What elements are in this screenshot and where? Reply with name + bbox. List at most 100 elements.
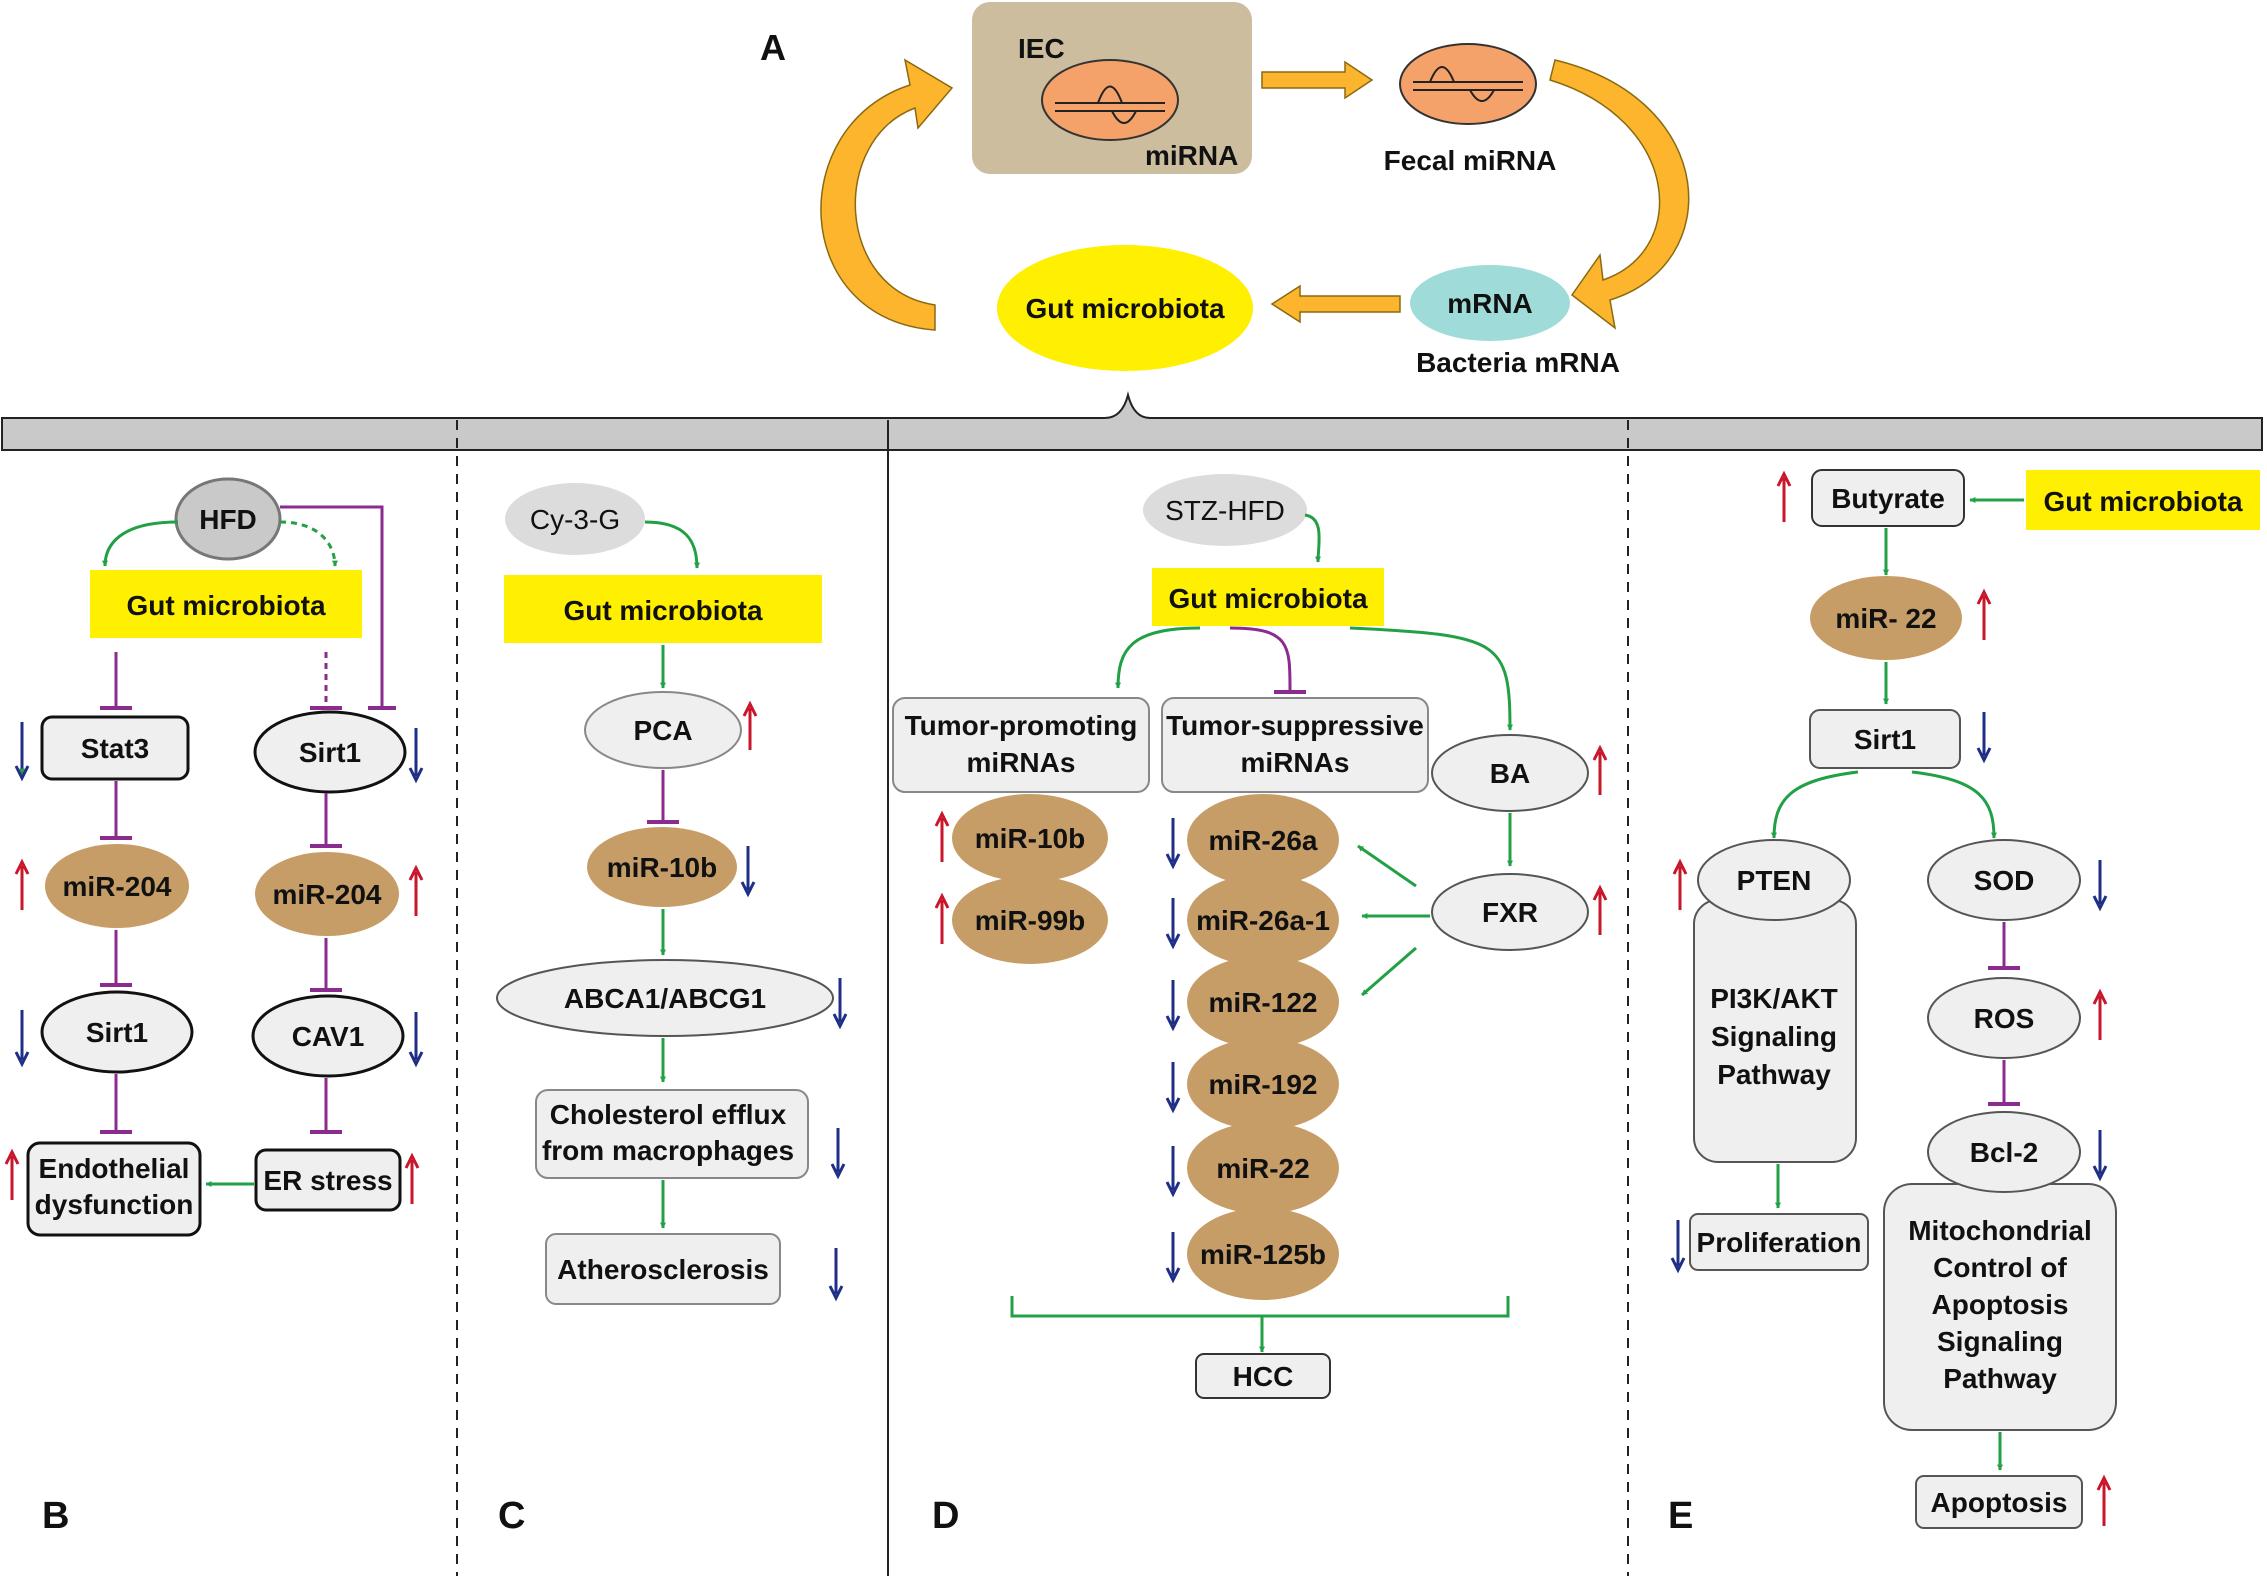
mir122-down-arrowhead xyxy=(1165,1015,1181,1032)
sod-node xyxy=(1927,839,2081,921)
pi3k-line2: Signaling xyxy=(1711,1021,1837,1052)
cav1-down-arrowhead xyxy=(408,1051,424,1068)
panel-c-label: C xyxy=(498,1495,525,1537)
bacteria-mrna-label: Bacteria mRNA xyxy=(1416,347,1620,378)
atherosclerosis-label: Atherosclerosis xyxy=(557,1254,769,1285)
abca-down-arrowhead xyxy=(832,1013,848,1030)
iec-to-fecal-arrow xyxy=(1261,60,1374,100)
mir22-e-up-arrowhead xyxy=(1976,588,1992,605)
chol-line2: from macrophages xyxy=(542,1135,794,1166)
panel-b-label: B xyxy=(42,1495,69,1537)
stat3-box xyxy=(40,715,190,781)
mir26a1-label: miR-26a-1 xyxy=(1196,905,1330,936)
tumor-promoting-box xyxy=(892,697,1150,793)
mir22-d-label: miR-22 xyxy=(1216,1153,1309,1184)
mir99b-label: miR-99b xyxy=(975,905,1085,936)
endothelial-line2: dysfunction xyxy=(35,1189,194,1220)
fecal-mirna-strand-icon xyxy=(1413,66,1523,102)
iec-label: IEC xyxy=(1018,33,1065,64)
tumor-suppressive-box xyxy=(1161,697,1429,793)
cholesterol-efflux-box xyxy=(535,1089,809,1179)
mir125b-down-arrowhead xyxy=(1165,1267,1181,1284)
ba-node xyxy=(1431,734,1589,812)
apoptosis-box xyxy=(1915,1475,2083,1529)
tp-line2: miRNAs xyxy=(967,747,1076,778)
sirt1-left-down-arrowhead xyxy=(14,1051,30,1068)
stz-node xyxy=(1143,474,1307,546)
panel-a-label: A xyxy=(760,27,786,68)
panel-a: A IEC miRNA Fecal miRNA mRNA Bacteria mR… xyxy=(760,2,1690,378)
cav1-label: CAV1 xyxy=(292,1021,365,1052)
hcc-bracket xyxy=(1010,1296,1510,1318)
mir26a-down-arrowhead xyxy=(1165,853,1181,870)
mir10b-d-up-arrowhead xyxy=(934,810,950,827)
cy3g-to-gut-arrow xyxy=(644,520,700,569)
mir125b-node xyxy=(1187,1208,1339,1300)
mrna-label: mRNA xyxy=(1447,288,1533,319)
mir122-node xyxy=(1187,956,1339,1048)
gut-microbiota-label-d: Gut microbiota xyxy=(1168,583,1368,614)
mito-line2: Control of xyxy=(1933,1252,2067,1283)
sirt1-e-label: Sirt1 xyxy=(1854,724,1916,755)
apoptosis-label: Apoptosis xyxy=(1931,1487,2068,1518)
gut-microbiota-label-e: Gut microbiota xyxy=(2043,486,2243,517)
butyrate-up-arrowhead xyxy=(1776,470,1792,487)
gut-microbiota-box-b xyxy=(90,570,362,638)
proliferation-box xyxy=(1689,1213,1869,1271)
divider-brace-bar xyxy=(1,391,2263,451)
sirt1-right-label: Sirt1 xyxy=(299,737,361,768)
mir204-right-label: miR-204 xyxy=(273,879,382,910)
pten-label: PTEN xyxy=(1737,865,1812,896)
sod-down-arrowhead xyxy=(2092,895,2108,912)
mir192-label: miR-192 xyxy=(1209,1069,1318,1100)
mir122-label: miR-122 xyxy=(1209,987,1318,1018)
endothelial-dysfunction-box xyxy=(26,1141,202,1237)
cav1-node xyxy=(251,994,405,1078)
mir22-d-down-arrowhead xyxy=(1165,1181,1181,1198)
athero-down-arrowhead xyxy=(828,1285,844,1302)
er-stress-label: ER stress xyxy=(263,1165,392,1196)
mir10b-c-node xyxy=(587,827,737,907)
mrna-ellipse xyxy=(1410,265,1570,341)
mrna-to-gut-arrow xyxy=(1270,284,1401,324)
fecal-to-mrna-curved-arrow xyxy=(1549,59,1690,330)
mir10b-d-node xyxy=(952,794,1108,882)
ts-line1: Tumor-suppressive xyxy=(1166,710,1424,741)
chol-line1: Cholesterol efflux xyxy=(550,1099,787,1130)
iec-mirna-strand-icon xyxy=(1055,85,1165,124)
er-up-arrowhead xyxy=(404,1152,420,1169)
pten-node xyxy=(1697,839,1851,921)
panel-c: Cy-3-G Gut microbiota PCA miR-10b ABCA1/… xyxy=(496,483,848,1537)
hfd-label: HFD xyxy=(199,504,257,535)
sirt1-to-pten-arrow xyxy=(1771,770,1859,839)
mir204-left-node xyxy=(45,844,189,928)
fecal-mirna-vesicle xyxy=(1399,43,1537,125)
gut-to-iec-curved-arrow xyxy=(820,58,954,331)
fxr-up-arrowhead xyxy=(1592,884,1608,901)
hfd-node xyxy=(174,477,282,561)
fxr-to-mir26a-arrow xyxy=(1357,844,1417,888)
iec-mirna-label: miRNA xyxy=(1145,140,1238,171)
gut-inhibit-ts-line xyxy=(1229,626,1292,691)
panel-e: Butyrate Gut microbiota miR- 22 Sirt1 PI… xyxy=(1668,469,2260,1537)
pi3k-line1: PI3K/AKT xyxy=(1710,983,1838,1014)
gut-microbiota-label-a: Gut microbiota xyxy=(1025,293,1225,324)
mir22-e-label: miR- 22 xyxy=(1835,603,1936,634)
gut-to-tp-arrow xyxy=(1115,626,1201,689)
pi3k-line3: Pathway xyxy=(1717,1059,1831,1090)
abca-label: ABCA1/ABCG1 xyxy=(564,983,766,1014)
pca-node xyxy=(584,691,742,769)
stz-label: STZ-HFD xyxy=(1165,495,1285,526)
mir204-right-node xyxy=(255,852,399,936)
gut-microbiota-label-c: Gut microbiota xyxy=(563,595,763,626)
mir10b-c-label: miR-10b xyxy=(607,852,717,883)
gut-microbiota-box-c xyxy=(504,575,822,643)
endo-up-arrowhead xyxy=(4,1148,20,1165)
mito-line5: Pathway xyxy=(1943,1363,2057,1394)
cy3g-label: Cy-3-G xyxy=(530,504,620,535)
mir22-d-node xyxy=(1187,1122,1339,1214)
panel-e-label: E xyxy=(1668,1495,1693,1537)
hfd-to-gut-arrow xyxy=(102,520,179,567)
